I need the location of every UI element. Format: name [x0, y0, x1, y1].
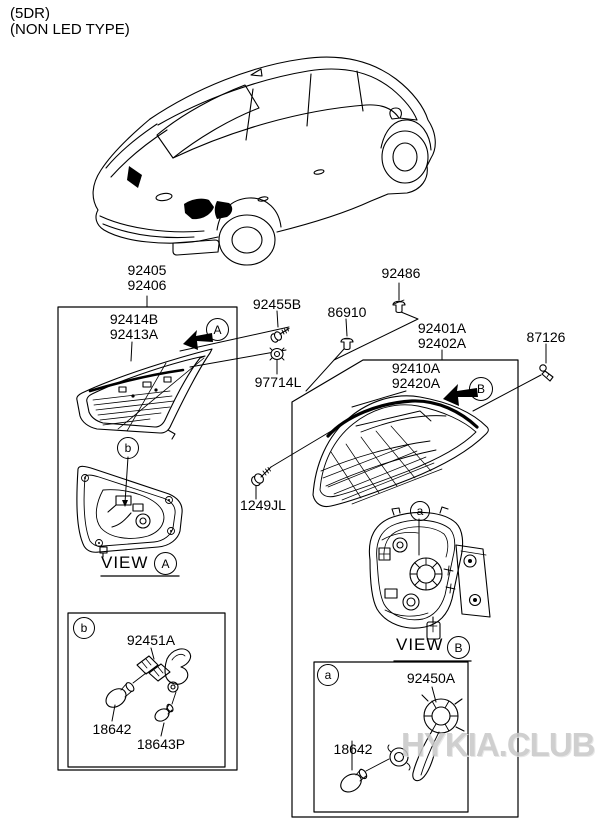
header-lamp-type: (NON LED TYPE): [10, 21, 130, 38]
label-lamp-assembly: 92405 92406: [128, 263, 167, 293]
part-number: 92413A: [109, 326, 159, 342]
car-illustration: [92, 56, 436, 266]
inner-lamp-back-view: [76, 465, 183, 558]
tail-lamp-highlight: [127, 166, 233, 220]
label-grommet: 97714L: [254, 374, 302, 390]
label-inner-lens: 92414B 92413A: [110, 312, 158, 342]
callout-a-inset: a: [317, 664, 339, 686]
label-clip-small: 86910: [327, 304, 367, 320]
part-number: 92401A: [417, 320, 467, 336]
pin-87126-icon: [539, 364, 554, 382]
part-number: 92406: [127, 277, 167, 293]
screw-1249jl-icon: [251, 466, 272, 487]
lens-hatch: [322, 425, 443, 505]
callout-a-leader: a: [410, 501, 430, 521]
callout-b-leader: b: [117, 437, 139, 459]
label-bulb-b1: 18642: [92, 721, 132, 737]
part-number: 92420A: [391, 375, 441, 391]
part-number: 92414B: [109, 311, 159, 327]
view-a-label: VIEW: [101, 553, 149, 572]
label-holder-b: 92451A: [126, 632, 176, 648]
view-b-ref-circle: B: [447, 636, 470, 659]
license-recess: [172, 239, 220, 256]
screw-92455b-icon: [270, 327, 290, 343]
right-assembly-box: [291, 359, 519, 818]
part-number: 92405: [127, 262, 167, 278]
part-number: 92402A: [417, 335, 467, 351]
outer-lamp-back-view: [368, 506, 491, 640]
label-bulb-a1: 18642: [333, 741, 373, 757]
socket-spokes: [409, 557, 443, 591]
callout-B: B: [469, 377, 493, 401]
side-mirror: [389, 107, 402, 120]
inner-lamp-drawing: [76, 348, 213, 440]
outer-lens-drawing: [312, 395, 489, 508]
callout-b-inset: b: [73, 617, 95, 639]
label-clip-dome: 92486: [381, 265, 421, 281]
leader-lines: [100, 282, 547, 771]
label-outer-assembly: 92401A 92402A: [418, 321, 466, 351]
label-holder-a: 92450A: [406, 670, 456, 686]
inset-a-box: [313, 661, 469, 813]
label-bulb-b2: 18643P: [136, 736, 186, 752]
callout-A: A: [206, 318, 229, 341]
view-b-label: VIEW: [396, 635, 444, 654]
brand-badge: [155, 192, 173, 202]
header-body-style: (5DR): [10, 5, 50, 22]
label-screw-outer: 1249JL: [240, 497, 286, 513]
rear-wheel: [218, 214, 276, 266]
front-wheel: [381, 130, 429, 184]
inset-b-box: [67, 612, 226, 768]
label-outer-lens: 92410A 92420A: [392, 361, 440, 391]
arrow-a: [183, 330, 213, 350]
bulb-holder-b-drawing: [105, 648, 192, 722]
grommet-97714l-icon: [269, 347, 285, 361]
view-a-ref-circle: A: [154, 552, 177, 575]
roof-antenna: [250, 68, 263, 77]
label-socket-pin: 87126: [526, 329, 566, 345]
clip-86910-icon: [340, 337, 354, 351]
part-number: 92410A: [391, 360, 441, 376]
bulb-holder-a-drawing: [340, 694, 465, 793]
clip-92486-icon: [392, 299, 406, 314]
watermark-text: HYKIA.CLUB: [401, 726, 595, 763]
label-screw-inner: 92455B: [252, 296, 302, 312]
